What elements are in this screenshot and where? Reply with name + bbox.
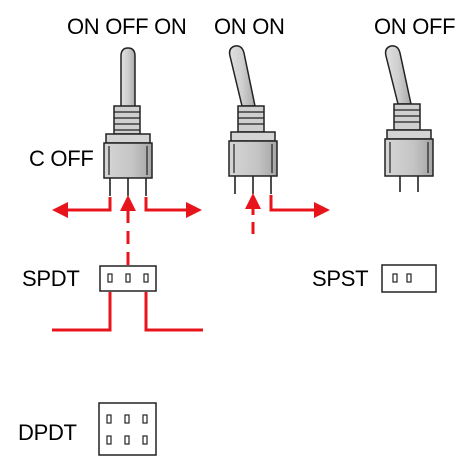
arrow-up-center-head — [120, 195, 136, 211]
arrow-right-1 — [144, 197, 188, 212]
spdt-label: SPDT — [22, 266, 80, 291]
spst-terminal-block — [381, 264, 437, 293]
dpdt-terminal-block — [98, 402, 157, 456]
body — [384, 138, 434, 177]
arrow-up-2-head — [245, 193, 261, 209]
arrow-right-2-head — [314, 202, 330, 218]
arrow-left-1 — [66, 197, 112, 212]
arrow-right-1-head — [186, 202, 202, 218]
nut — [105, 133, 151, 144]
switch-on-off-on — [103, 47, 153, 196]
spdt-wire-right — [144, 292, 203, 332]
arrow-left-1-head — [52, 202, 68, 218]
spdt-terminal-block — [99, 265, 157, 292]
threaded-bushing — [393, 103, 421, 131]
body — [228, 140, 278, 177]
c-off-label: C OFF — [29, 146, 94, 171]
lever — [120, 47, 136, 109]
lever — [228, 45, 256, 107]
pins — [234, 176, 272, 194]
switch-on-off — [384, 45, 434, 192]
nut — [230, 131, 276, 142]
dpdt-label: DPDT — [18, 420, 77, 445]
threaded-bushing — [113, 105, 141, 135]
arrow-right-2 — [269, 195, 316, 212]
switch-on-on — [228, 45, 278, 194]
threaded-bushing — [237, 105, 265, 133]
nut — [386, 129, 432, 140]
body — [103, 142, 153, 179]
spst-label: SPST — [312, 266, 369, 291]
pins — [399, 176, 419, 192]
spdt-wire-left — [52, 292, 112, 332]
on-off-label: ON OFF — [374, 14, 456, 39]
current-arrows — [52, 193, 330, 332]
on-on-label: ON ON — [214, 14, 285, 39]
lever — [384, 45, 412, 105]
pins — [109, 178, 147, 196]
on-off-on-label: ON OFF ON — [67, 14, 187, 39]
